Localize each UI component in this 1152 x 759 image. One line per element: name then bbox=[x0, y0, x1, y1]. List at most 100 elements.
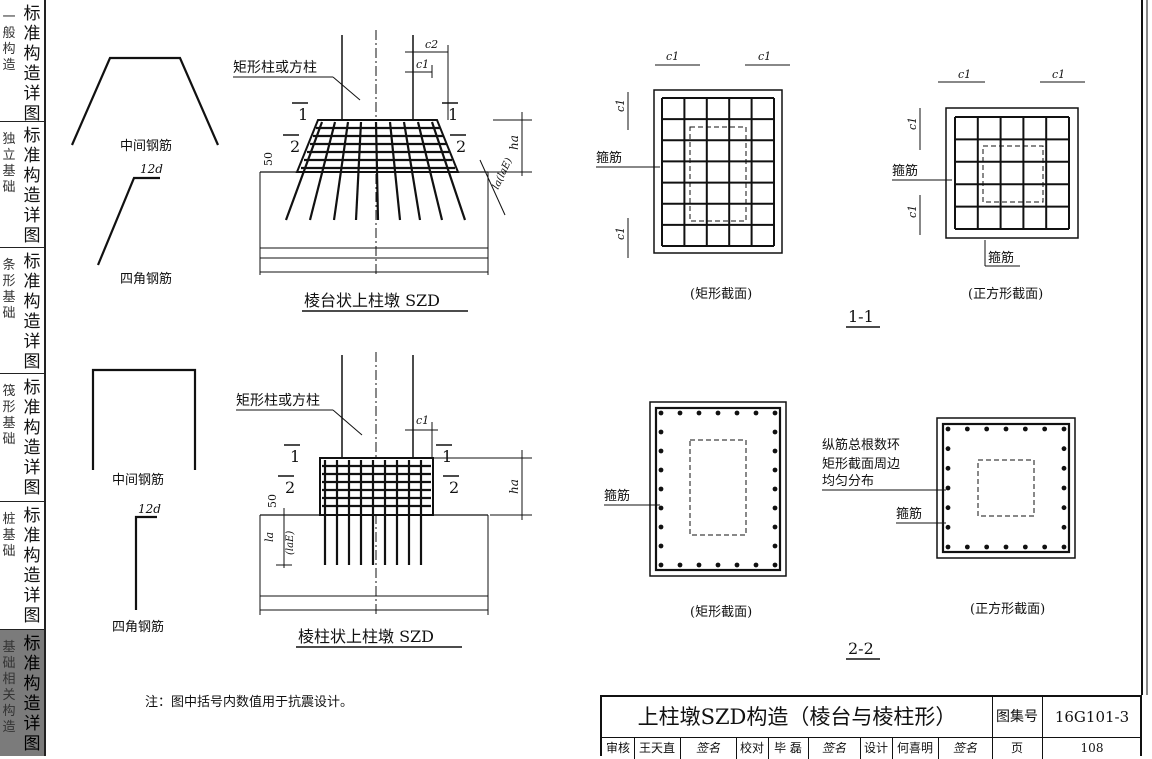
rebar-dot bbox=[984, 544, 990, 550]
rebar-dot bbox=[658, 429, 664, 435]
rebar-dot bbox=[658, 543, 664, 549]
sidebar-tab-sub: 筏形基础 bbox=[2, 384, 16, 447]
caption-rect-1: (矩形截面) bbox=[690, 287, 752, 302]
sidebar-tab-sub: 条形基础 bbox=[2, 258, 16, 321]
rebar-dot bbox=[772, 448, 778, 454]
section-1-1-rect: c1 c1 c1 c1 箍筋 (矩形截面) bbox=[596, 50, 790, 302]
sidebar-tab-main: 标准构造详图 bbox=[23, 4, 41, 124]
rebar-dot bbox=[1042, 426, 1048, 432]
cell-page-number: 108 bbox=[1080, 741, 1104, 755]
rebar-dot bbox=[945, 524, 951, 530]
rebar-dot bbox=[945, 446, 951, 452]
label-column: 矩形柱或方柱 bbox=[233, 60, 317, 76]
rebar-dot bbox=[753, 562, 759, 568]
rebar-dot bbox=[1061, 446, 1067, 452]
rebar-dot bbox=[715, 410, 721, 416]
cell-checker: 毕 磊 bbox=[768, 738, 809, 759]
note-line-2: 矩形截面周边 bbox=[822, 457, 900, 472]
sidebar-tab-raft[interactable]: 筏形基础 标准构造详图 bbox=[0, 374, 44, 502]
rebar-dot bbox=[1022, 544, 1028, 550]
dim-c1-2: c1 bbox=[416, 414, 429, 427]
rebar-dot bbox=[772, 467, 778, 473]
rebar-dot bbox=[964, 544, 970, 550]
label-stirrup-sq: 箍筋 bbox=[892, 163, 918, 179]
dim-c1-rect-top-left: c1 bbox=[666, 50, 679, 63]
dim-c1-sq-top-right: c1 bbox=[1052, 68, 1065, 81]
rebar-dot bbox=[658, 505, 664, 511]
rebar-dot bbox=[1022, 426, 1028, 432]
rebar-dot bbox=[1061, 465, 1067, 471]
cell-designer-sign: 签名 bbox=[938, 738, 993, 759]
note-line-3: 均匀分布 bbox=[822, 474, 874, 489]
sidebar-tab-main: 标准构造详图 bbox=[23, 252, 41, 372]
dim-ha: ha bbox=[507, 135, 521, 150]
prism-pier-diagram: 矩形柱或方柱 1 2 1 2 c1 ha 50 la (laE) 棱柱状上柱墩 … bbox=[236, 352, 532, 648]
rebar-dot bbox=[1003, 426, 1009, 432]
sidebar-tab-main: 标准构造详图 bbox=[23, 634, 41, 754]
rebar-dot bbox=[1061, 544, 1067, 550]
cell-design-label: 设计 bbox=[860, 738, 893, 759]
rebar-dot bbox=[772, 486, 778, 492]
rebar-dot bbox=[1042, 544, 1048, 550]
note-line-1: 纵筋总根数环 bbox=[822, 437, 900, 453]
dim-la-2: la bbox=[263, 532, 276, 542]
rebar-dot bbox=[945, 505, 951, 511]
dim-c1-sq-left-top: c1 bbox=[906, 117, 919, 130]
label-stirrup-22: 箍筋 bbox=[604, 488, 630, 504]
rebar-dot bbox=[772, 505, 778, 511]
sidebar-tab-related[interactable]: 基础相关构造 标准构造详图 bbox=[0, 630, 44, 756]
label-hook: 12d bbox=[140, 162, 163, 176]
rebar-dot bbox=[677, 410, 683, 416]
title-block: 上柱墩SZD构造（棱台与棱柱形） 图集号 16G101-3 审核 王天直 签名 … bbox=[600, 695, 1142, 759]
rebar-dot bbox=[658, 524, 664, 530]
cell-reviewer: 王天直 bbox=[634, 738, 681, 759]
cut-label-1-right: 1 bbox=[448, 105, 458, 124]
sidebar-tab-pile[interactable]: 桩基础 标准构造详图 bbox=[0, 502, 44, 630]
label-stirrup-22-sq: 箍筋 bbox=[896, 506, 922, 522]
caption-square-2: (正方形截面) bbox=[970, 601, 1045, 617]
cell-designer: 何喜明 bbox=[892, 738, 939, 759]
rebar-dot bbox=[772, 562, 778, 568]
label-rebar-middle-2: 中间钢筋 bbox=[112, 472, 164, 488]
label-hook-2: 12d bbox=[138, 502, 161, 516]
section-2-2-rect: 箍筋 (矩形截面) bbox=[604, 401, 787, 620]
dim-c1: c1 bbox=[416, 58, 429, 71]
rebar-dot bbox=[984, 426, 990, 432]
note-text: 注：图中括号内数值用于抗震设计。 bbox=[145, 695, 354, 710]
rebar-dot bbox=[658, 562, 664, 568]
rebar-dot bbox=[945, 426, 951, 432]
rebar-dot bbox=[945, 465, 951, 471]
section-label-1-1: 1-1 bbox=[848, 307, 874, 326]
cut-label-2-left-2: 2 bbox=[285, 478, 295, 497]
sidebar-tab-general[interactable]: 一般构造 标准构造详图 bbox=[0, 0, 44, 124]
label-rebar-corner-2: 四角钢筋 bbox=[112, 619, 164, 635]
label-column-2: 矩形柱或方柱 bbox=[236, 393, 320, 409]
label-rebar-corner: 四角钢筋 bbox=[120, 271, 172, 287]
rebar-dot bbox=[677, 562, 683, 568]
section-label-2-2: 2-2 bbox=[848, 639, 874, 658]
caption-square-1: (正方形截面) bbox=[968, 286, 1043, 302]
label-stirrup: 箍筋 bbox=[596, 150, 622, 166]
dim-la: la(laE) bbox=[491, 156, 515, 191]
sidebar-tab-isolated[interactable]: 独立基础 标准构造详图 bbox=[0, 122, 44, 248]
caption-prism: 棱柱状上柱墩 SZD bbox=[298, 627, 434, 646]
section-1-1-square: c1 c1 c1 c1 箍筋 箍筋 (正方形截面) bbox=[892, 68, 1085, 302]
caption-rect-2: (矩形截面) bbox=[690, 605, 752, 620]
rebar-dot bbox=[1003, 544, 1009, 550]
rebar-dot bbox=[945, 544, 951, 550]
cell-checker-sign: 签名 bbox=[808, 738, 861, 759]
sidebar-tab-main: 标准构造详图 bbox=[23, 506, 41, 626]
dim-c1-rect-left-top: c1 bbox=[614, 99, 627, 112]
rebar-dot bbox=[772, 543, 778, 549]
sidebar-tab-main: 标准构造详图 bbox=[23, 126, 41, 246]
sidebar-tab-strip[interactable]: 条形基础 标准构造详图 bbox=[0, 248, 44, 374]
sidebar-tab-sub: 独立基础 bbox=[2, 132, 16, 195]
cell-page-label: 页 bbox=[992, 738, 1043, 759]
atlas-number: 16G101-3 bbox=[1054, 708, 1130, 726]
label-rebar-middle: 中间钢筋 bbox=[120, 138, 172, 154]
dim-50: 50 bbox=[262, 152, 275, 166]
rebar-dot bbox=[734, 410, 740, 416]
dim-c2: c2 bbox=[425, 38, 438, 51]
rebar-dot bbox=[696, 562, 702, 568]
dim-ha-2: ha bbox=[507, 479, 521, 494]
